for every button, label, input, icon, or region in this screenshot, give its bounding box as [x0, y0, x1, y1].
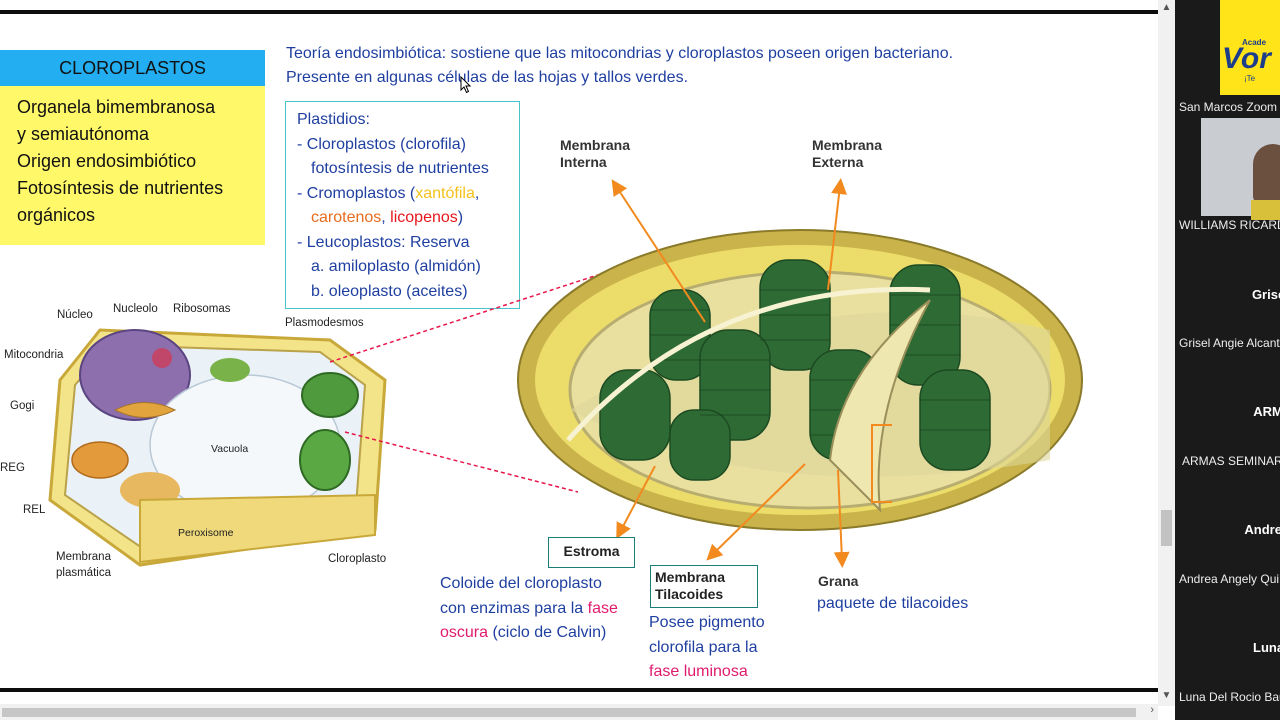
logo-slogan: ¡Te: [1244, 74, 1256, 83]
participant-tile-name[interactable]: ARMAS SEM: [1253, 404, 1280, 419]
participant-tile-name[interactable]: Grisel Angie: [1251, 287, 1280, 302]
label-cloroplasto: Cloroplasto: [328, 553, 387, 565]
summary-box: Organela bimembranosa y semiautónoma Ori…: [0, 86, 265, 245]
label-reg: REG: [0, 462, 25, 474]
top-rule: [0, 10, 1158, 14]
participants-panel: Acade Vor ¡Te San Marcos Zoom WILLIAMS R…: [1175, 0, 1280, 720]
slide-title: CLOROPLASTOS: [59, 58, 206, 78]
participant-name: WILLIAMS RICARDO: [1179, 218, 1280, 232]
plastidios-item: b. oleoplasto (aceites): [311, 282, 468, 300]
orange-arrows: [611, 178, 892, 568]
logo-text: Acade: [1242, 38, 1267, 47]
scroll-right-icon[interactable]: ›: [1150, 704, 1154, 716]
plastidios-heading: Plastidios:: [297, 111, 370, 128]
label-plasmodesmos: Plasmodesmos: [285, 317, 364, 329]
mouse-cursor-icon: [460, 76, 472, 94]
label-mitocondria: Mitocondria: [4, 349, 64, 361]
comma: ,: [381, 209, 391, 226]
theory-line: Presente en algunas células de las hojas…: [286, 69, 689, 86]
horizontal-scrollbar[interactable]: ›: [0, 704, 1158, 720]
desc-text: (ciclo de Calvin): [488, 624, 607, 641]
desc-line: Posee pigmento: [649, 614, 765, 631]
plastidios-item-cromo: - Cromoplastos (xantófila,: [297, 182, 519, 207]
estroma-description: Coloide del cloroplasto con enzimas para…: [440, 572, 618, 646]
bottom-rule: [0, 688, 1158, 692]
fase-word: fase: [587, 599, 618, 617]
label-membrana-tilacoides: Membrana Tilacoides: [650, 565, 758, 608]
participant-tile-name[interactable]: Luna Del R: [1253, 640, 1280, 655]
theory-text: Teoría endosimbiótica: sostiene que las …: [286, 42, 953, 90]
participant-name: ARMAS SEMINARIO: [1182, 454, 1280, 468]
plastidios-box: Plastidios: - Cloroplastos (clorofila) f…: [285, 101, 520, 309]
participant-name: San Marcos Zoom: [1179, 100, 1278, 114]
scroll-up-icon[interactable]: ▲: [1161, 2, 1172, 13]
chloroplast-illustration: [517, 229, 1083, 531]
desc-line: clorofila para la: [649, 638, 758, 656]
cromo-prefix: - Cromoplastos (: [297, 184, 416, 202]
label-line: Interna: [560, 154, 607, 170]
licopenos-word: licopenos: [390, 209, 458, 226]
label-nucleolo: Nucleolo: [113, 303, 158, 315]
slide-canvas: CLOROPLASTOS Organela bimembranosa y sem…: [0, 10, 1158, 692]
vertical-scrollbar[interactable]: ▲ ▼: [1158, 0, 1175, 706]
label-line: Externa: [812, 154, 864, 170]
scroll-down-icon[interactable]: ▼: [1161, 690, 1172, 701]
plastidios-item: - Leucoplastos: Reserva: [297, 233, 470, 251]
label-gogi: Gogi: [10, 400, 35, 412]
plant-cell-illustration: [48, 328, 387, 567]
grana-description: paquete de tilacoides: [817, 595, 969, 612]
desc-line: fase luminosa: [649, 663, 748, 680]
desc-line: con enzimas para la fase: [440, 597, 618, 622]
label-line: Membrana: [655, 569, 726, 585]
label-vacuola: Vacuola: [211, 443, 249, 455]
participant-video-logo[interactable]: Acade Vor ¡Te: [1220, 0, 1280, 95]
participant-video-feed[interactable]: [1201, 118, 1280, 220]
label-estroma: Estroma: [548, 537, 635, 568]
label-peroxisome: Peroxisome: [178, 527, 234, 539]
summary-line: orgánicos: [17, 205, 96, 225]
carotenos-word: carotenos: [311, 209, 382, 226]
comma: ,: [474, 184, 480, 202]
label-line: Membrana: [560, 137, 631, 153]
participant-name: Andrea Angely Qui: [1179, 572, 1280, 586]
summary-line: Origen endosimbiótico: [17, 151, 197, 171]
tilacoides-description: Posee pigmento clorofila para la fase lu…: [649, 611, 765, 685]
label-ribosomas: Ribosomas: [173, 303, 231, 315]
theory-line: Teoría endosimbiótica: sostiene que las …: [286, 45, 954, 62]
plastidios-item: a. amiloplasto (almidón): [311, 258, 481, 275]
label-membrana-interna: Membrana Interna: [560, 137, 630, 171]
logo-mark: Vor: [1222, 42, 1271, 75]
label-line: Membrana: [812, 137, 883, 153]
label-rel: REL: [23, 504, 46, 516]
horizontal-scroll-thumb[interactable]: [2, 708, 1136, 717]
label-nucleo: Núcleo: [57, 309, 93, 321]
desc-line: Coloide del cloroplasto: [440, 575, 602, 592]
participant-name: Luna Del Rocio Bau: [1179, 690, 1280, 704]
summary-line: Organela bimembranosa: [17, 97, 216, 117]
xantofila-word: xantófila: [415, 184, 475, 202]
person-silhouette: [1253, 144, 1280, 204]
summary-line: Fotosíntesis de nutrientes: [17, 178, 224, 198]
vertical-scroll-thumb[interactable]: [1161, 510, 1172, 546]
label-membrana: Membrana: [56, 551, 111, 563]
oscura-word: oscura: [440, 624, 489, 641]
label-grana: Grana: [818, 573, 859, 589]
participant-name: Grisel Angie Alcant: [1179, 336, 1280, 350]
person-shirt: [1251, 200, 1280, 220]
close-paren: ): [457, 209, 464, 226]
desc-line: oscura (ciclo de Calvin): [440, 621, 618, 646]
desc-text: con enzimas para la: [440, 599, 588, 617]
plastidios-item: fotosíntesis de nutrientes: [311, 160, 489, 177]
slide-title-bar: CLOROPLASTOS: [0, 50, 265, 86]
label-membrana-externa: Membrana Externa: [812, 137, 882, 171]
summary-line: y semiautónoma: [17, 124, 150, 144]
label-plasmatica: plasmática: [56, 567, 111, 579]
participant-tile-name[interactable]: Andrea Angely: [1244, 522, 1280, 537]
label-line: Tilacoides: [655, 586, 724, 602]
plastidios-item: - Cloroplastos (clorofila): [297, 135, 466, 153]
plastidios-item-cromo2: carotenos, licopenos): [297, 206, 519, 231]
